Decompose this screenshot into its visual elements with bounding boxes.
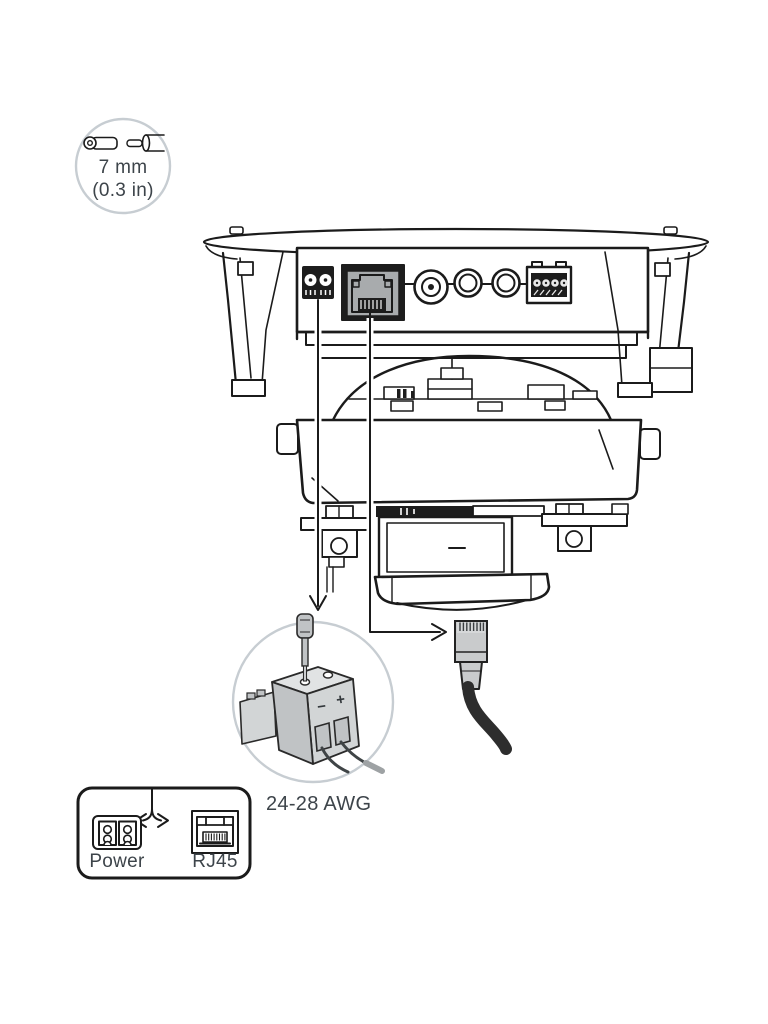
right-mount-bracket xyxy=(604,247,693,398)
gimbal-assembly xyxy=(300,503,629,593)
wire-gauge-label: 24-28 AWG xyxy=(266,793,372,815)
terminal-block-callout: − + xyxy=(231,613,395,784)
dome-camera-illustration xyxy=(202,226,710,611)
dome-cap xyxy=(373,572,551,611)
power-leader-arrow xyxy=(309,299,327,611)
legend-box xyxy=(76,786,252,880)
stripped-wire-icon xyxy=(126,134,165,152)
legend-rj45-label: RJ45 xyxy=(192,851,238,872)
power-terminal-port-icon xyxy=(302,266,334,299)
left-mount-bracket xyxy=(221,247,299,397)
connector-wires xyxy=(320,740,385,774)
polarity-plus-label: + xyxy=(335,691,347,709)
polarity-minus-label: − xyxy=(316,698,328,716)
rj45-leader-arrow xyxy=(366,310,447,641)
ferrule-icon xyxy=(83,136,118,150)
audio-jack-icon xyxy=(491,268,521,298)
right-arrow-icon xyxy=(431,623,447,641)
screwdriver-icon xyxy=(296,613,314,682)
connector-panel xyxy=(295,246,650,334)
wire-strip-length-mm: 7 mm xyxy=(98,157,148,178)
wire-strip-length-in: (0.3 in) xyxy=(92,180,154,201)
audio-jack-icon xyxy=(453,268,483,298)
rj45-jack-icon xyxy=(191,810,239,854)
rj45-port-icon xyxy=(341,264,405,321)
wire-strip-callout xyxy=(74,117,172,215)
panel-shelves xyxy=(295,330,650,359)
bnc-connector-icon xyxy=(413,269,449,305)
down-arrow-icon xyxy=(309,595,327,611)
dome-arch xyxy=(331,354,613,422)
io-terminal-port-icon xyxy=(525,261,573,305)
camera-body xyxy=(276,418,661,505)
terminal-block-icon xyxy=(239,666,360,765)
ethernet-plug-icon xyxy=(454,620,512,755)
legend-power-label: Power xyxy=(89,851,145,872)
power-connector-icon xyxy=(92,815,142,850)
